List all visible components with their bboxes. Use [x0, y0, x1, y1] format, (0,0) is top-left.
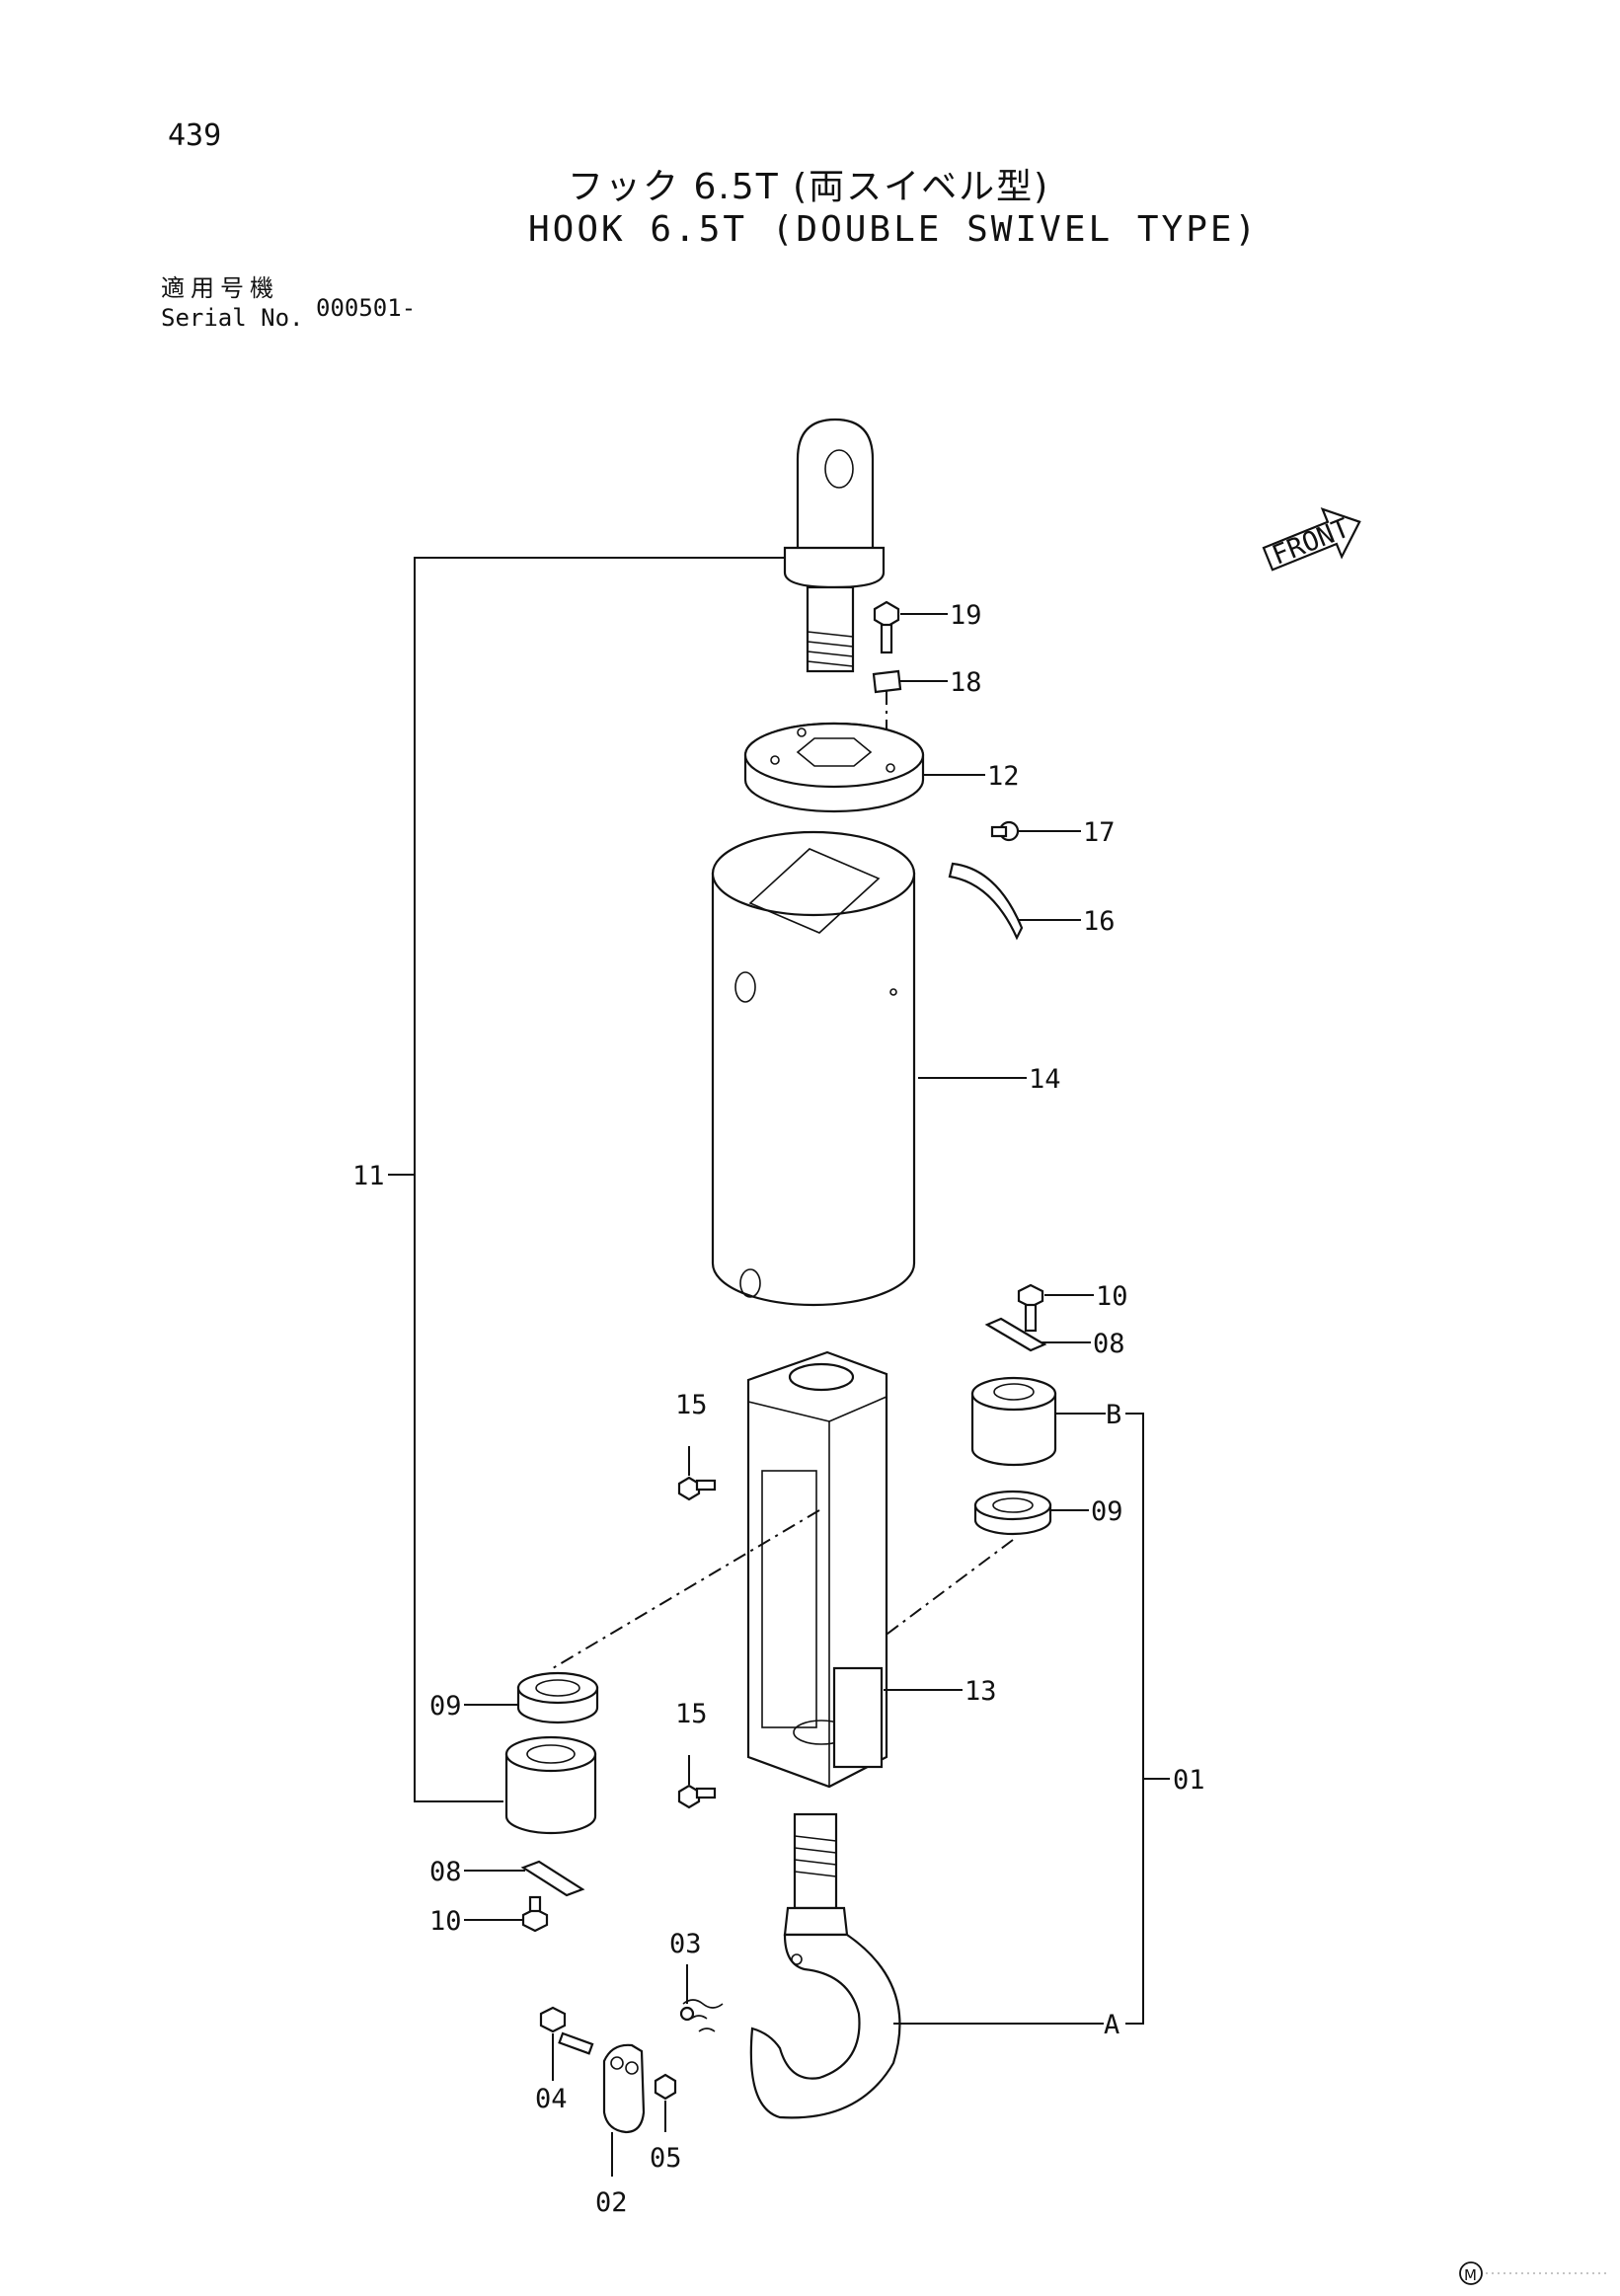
cover-16-part	[948, 862, 1024, 941]
footer-mark: M	[1464, 2266, 1477, 2284]
footer-mark-icon: M	[1459, 2261, 1609, 2285]
hook-a-part	[749, 1812, 901, 2119]
callout-17: 17	[1083, 817, 1116, 848]
page-title-japanese: フック 6.5T (両スイベル型)	[568, 167, 1050, 207]
bearing-09-upper-part	[973, 1490, 1052, 1536]
callout-13: 13	[964, 1676, 997, 1707]
plate-12-part	[743, 722, 925, 813]
spring-03-part	[679, 1999, 724, 2032]
bolt-15-upper-part	[677, 1476, 717, 1501]
callout-14: 14	[1029, 1064, 1061, 1095]
lock-plate-08-lower-part	[520, 1860, 585, 1897]
nut-b-part	[970, 1376, 1057, 1467]
callout-04: 04	[535, 2084, 568, 2114]
eye-bolt-part	[783, 418, 886, 673]
serial-number-value: 000501-	[316, 294, 417, 322]
callout-10-lower: 10	[429, 1906, 462, 1937]
bolt-15-lower-part	[677, 1784, 717, 1809]
callout-12: 12	[987, 761, 1020, 792]
bearing-09-lower-part	[516, 1671, 599, 1724]
callout-03: 03	[669, 1929, 702, 1959]
bolt-10-upper-part	[1017, 1283, 1044, 1333]
callout-08-lower: 08	[429, 1857, 462, 1887]
callout-15-lower: 15	[675, 1699, 708, 1729]
callout-19: 19	[950, 600, 982, 631]
bracket-01	[1125, 1413, 1144, 2025]
front-label: FRONT	[1268, 513, 1353, 572]
frame-13-part	[746, 1350, 888, 1789]
nut-lower-part	[504, 1735, 597, 1835]
callout-09-lower: 09	[429, 1691, 462, 1722]
serial-label-japanese: 適用号機	[161, 274, 279, 302]
screw-17-part	[990, 820, 1020, 842]
callout-02: 02	[595, 2187, 628, 2218]
cylinder-14-part	[711, 830, 916, 1307]
callout-a: A	[1104, 2010, 1119, 2040]
bolt-10-lower-part	[521, 1895, 549, 1933]
callout-01: 01	[1173, 1765, 1205, 1796]
front-arrow-icon: FRONT	[1262, 506, 1361, 572]
bolt-19-part	[873, 600, 900, 654]
callout-09-upper: 09	[1091, 1496, 1123, 1527]
nut-05-part	[654, 2073, 677, 2101]
page-number: 439	[168, 118, 222, 153]
callout-16: 16	[1083, 906, 1116, 937]
serial-label-english: Serial No.	[161, 304, 304, 332]
callout-08-upper: 08	[1093, 1329, 1125, 1359]
callout-b: B	[1106, 1400, 1121, 1430]
page-title-english: HOOK 6.5T (DOUBLE SWIVEL TYPE)	[528, 209, 1260, 250]
callout-11: 11	[352, 1161, 385, 1191]
callout-05: 05	[650, 2143, 682, 2174]
bracket-11	[414, 557, 795, 1802]
bolt-04-part	[539, 2006, 594, 2055]
lock-plate-08-upper-part	[984, 1317, 1047, 1352]
callout-18: 18	[950, 667, 982, 698]
callout-15-upper: 15	[675, 1390, 708, 1420]
lock-plate-18-part	[872, 669, 902, 694]
callout-10-upper: 10	[1096, 1281, 1128, 1312]
latch-02-part	[602, 2043, 646, 2134]
